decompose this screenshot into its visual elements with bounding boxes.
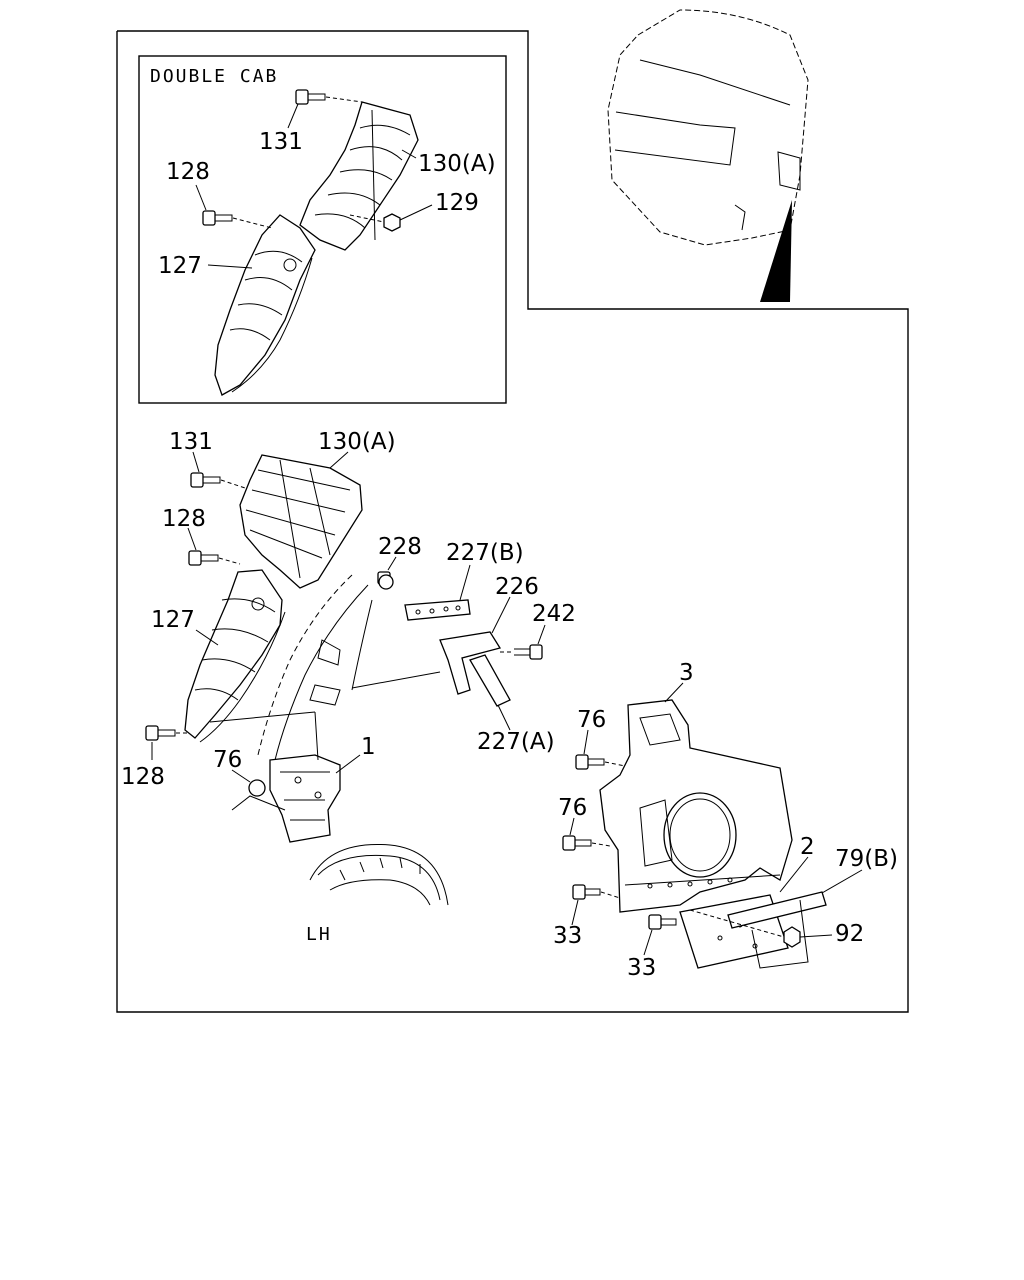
- label-main-226: 226: [495, 574, 539, 600]
- label-main-79b: 79(B): [835, 846, 898, 872]
- stay-79b: [727, 891, 827, 969]
- label-main-228: 228: [378, 534, 422, 560]
- inset-liner-130a: [299, 101, 419, 251]
- main-part-3: [599, 699, 793, 913]
- label-main-128-lower: 128: [121, 764, 165, 790]
- locator-pointer: [760, 200, 792, 302]
- outer-frame: [116, 30, 909, 1013]
- bolt-33-left: [572, 884, 621, 900]
- label-inset-127: 127: [158, 253, 202, 279]
- main-part-1: [269, 754, 341, 843]
- label-inset-129: 129: [435, 190, 479, 216]
- bolt-131-main: [190, 472, 246, 489]
- label-main-33-right: 33: [627, 955, 656, 981]
- label-inset-130a: 130(A): [418, 151, 496, 177]
- bolt-76-right-lower: [562, 835, 611, 851]
- label-main-242: 242: [532, 601, 576, 627]
- fender-arch: [257, 574, 373, 761]
- label-main-76-right-lower: 76: [558, 795, 587, 821]
- bracket-227b: [404, 599, 471, 621]
- clip-76-left: [231, 779, 286, 811]
- label-inset-128: 128: [166, 159, 210, 185]
- cab-locator-drawing: [607, 9, 809, 302]
- label-main-227a: 227(A): [477, 729, 555, 755]
- bolt-128-upper-main: [188, 550, 241, 566]
- bracket-227a: [469, 654, 511, 707]
- label-main-131: 131: [169, 429, 213, 455]
- main-liner-127: [184, 569, 286, 743]
- label-main-130a: 130(A): [318, 429, 396, 455]
- inset-nut-129: [349, 213, 401, 232]
- tire: [309, 843, 449, 906]
- label-main-3: 3: [679, 660, 694, 686]
- bolt-33-right: [648, 914, 677, 930]
- label-main-2: 2: [800, 834, 815, 860]
- label-main-33-left: 33: [553, 923, 582, 949]
- label-main-227b: 227(B): [446, 540, 524, 566]
- side-label-lh: LH: [306, 924, 332, 945]
- label-main-1: 1: [361, 734, 376, 760]
- inset-bolt-131: [295, 89, 363, 105]
- label-main-127: 127: [151, 607, 195, 633]
- inset-title: DOUBLE CAB: [150, 66, 278, 87]
- main-liner-130a: [239, 454, 363, 589]
- inset-box: [138, 55, 507, 404]
- label-main-92: 92: [835, 921, 864, 947]
- inset-liner-127: [214, 214, 316, 396]
- clip-228: [377, 571, 394, 590]
- bolt-76-right-upper: [575, 754, 626, 770]
- label-main-128-upper: 128: [162, 506, 206, 532]
- label-main-76-left: 76: [213, 747, 242, 773]
- bracket-226: [439, 631, 502, 695]
- bolt-128-lower-main: [145, 725, 190, 741]
- label-inset-131: 131: [259, 129, 303, 155]
- nut-92: [689, 909, 801, 948]
- bolt-242: [500, 644, 543, 660]
- label-main-76-right-upper: 76: [577, 707, 606, 733]
- inset-bolt-128: [202, 210, 273, 229]
